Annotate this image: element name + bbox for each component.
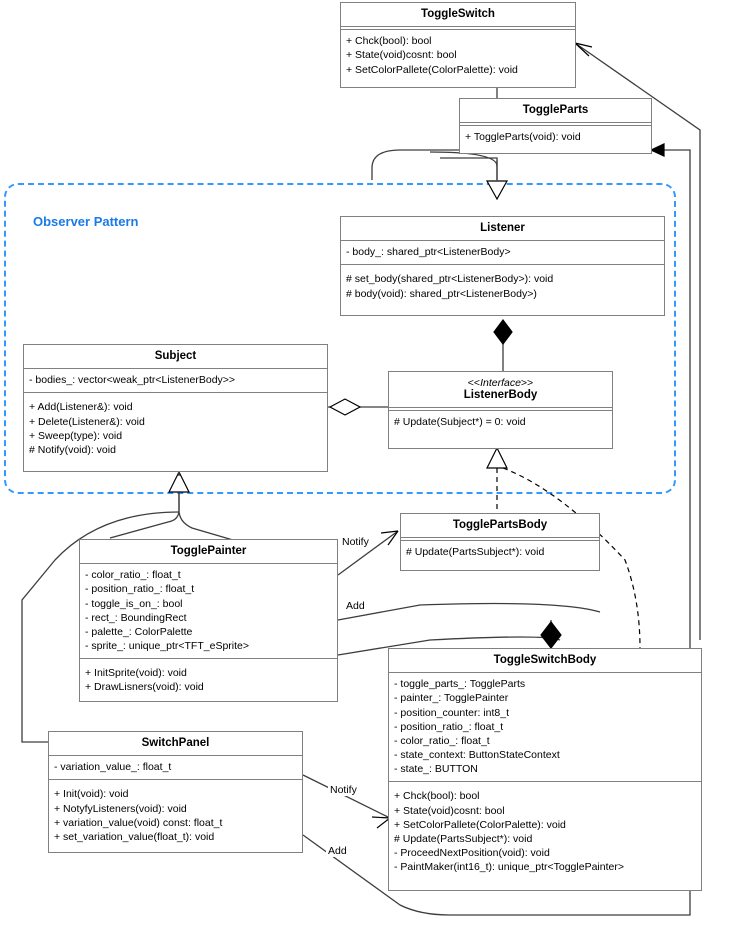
methods-compartment: + Add(Listener&): void + Delete(Listener… <box>24 393 327 462</box>
attribute-item: - color_ratio_: float_t <box>85 569 181 582</box>
methods-compartment: + Init(void): void + NotyfyListeners(voi… <box>49 780 302 849</box>
attributes-compartment: - body_: shared_ptr<ListenerBody> <box>341 241 664 264</box>
divider <box>341 264 664 266</box>
class-title: Subject <box>154 350 197 362</box>
attribute-item: - painter_: TogglePainter <box>394 692 509 705</box>
attribute-item: - bodies_: vector<weak_ptr<ListenerBody>… <box>29 374 236 387</box>
method-item: # Update(PartsSubject*): void <box>406 546 545 559</box>
method-item: + ToggleParts(void): void <box>465 131 581 144</box>
edge-label-add-parts: Add <box>344 600 367 612</box>
methods-compartment: + Chck(bool): bool + State(void)cosnt: b… <box>389 782 701 879</box>
method-item: - ProceedNextPosition(void): void <box>394 847 550 860</box>
divider <box>389 410 612 412</box>
attribute-item: - toggle_is_on_: bool <box>85 597 183 610</box>
attribute-item: - color_ratio_: float_t <box>394 734 490 747</box>
methods-compartment: + InitSprite(void): void + DrawLisners(v… <box>80 659 337 699</box>
stereotype-label: <<Interface>> <box>467 377 534 389</box>
divider <box>80 563 337 565</box>
method-item: # Notify(void): void <box>29 443 116 456</box>
class-toggle-switch-body[interactable]: ToggleSwitchBody - toggle_parts_: Toggle… <box>388 648 702 891</box>
divider <box>460 122 651 124</box>
class-listener[interactable]: Listener - body_: shared_ptr<ListenerBod… <box>340 216 665 316</box>
observer-pattern-label: Observer Pattern <box>33 214 139 229</box>
divider <box>389 781 701 783</box>
class-subject[interactable]: Subject - bodies_: vector<weak_ptr<Liste… <box>23 344 328 472</box>
divider <box>24 368 327 370</box>
method-item: + DrawLisners(void): void <box>85 681 204 694</box>
method-item: + Chck(bool): bool <box>346 35 432 48</box>
attribute-item: - state_: BUTTON <box>394 763 478 776</box>
edge-label-notify-parts: Notify <box>340 536 371 548</box>
attribute-item: - body_: shared_ptr<ListenerBody> <box>346 246 511 259</box>
divider <box>80 658 337 660</box>
class-listener-body[interactable]: <<Interface>> ListenerBody # Update(Subj… <box>388 371 613 449</box>
divider <box>49 755 302 757</box>
divider <box>460 125 651 127</box>
attribute-item: - toggle_parts_: ToggleParts <box>394 678 526 691</box>
methods-compartment: # Update(PartsSubject*): void <box>401 541 599 564</box>
class-title: <<Interface>> ListenerBody <box>389 372 612 407</box>
attribute-item: - state_context: ButtonStateContext <box>394 749 560 762</box>
class-title: SwitchPanel <box>141 737 210 749</box>
class-toggle-parts-body[interactable]: TogglePartsBody # Update(PartsSubject*):… <box>400 513 600 571</box>
method-item: + NotyfyListeners(void): void <box>54 802 187 815</box>
attribute-item: - palette_: ColorPalette <box>85 625 193 638</box>
divider <box>341 29 575 31</box>
method-item: # set_body(shared_ptr<ListenerBody>): vo… <box>346 273 554 286</box>
divider <box>401 537 599 539</box>
methods-compartment: # Update(Subject*) = 0: void <box>389 411 612 434</box>
class-name-label: ListenerBody <box>463 389 538 402</box>
method-item: + InitSprite(void): void <box>85 667 187 680</box>
attributes-compartment: - toggle_parts_: ToggleParts - painter_:… <box>389 673 701 781</box>
attributes-compartment: - variation_value_: float_t <box>49 756 302 779</box>
methods-compartment: # set_body(shared_ptr<ListenerBody>): vo… <box>341 265 664 305</box>
class-title: Listener <box>480 222 525 234</box>
method-item: + Chck(bool): bool <box>394 790 480 803</box>
attribute-item: - variation_value_: float_t <box>54 761 172 774</box>
attribute-item: - position_ratio_: float_t <box>394 720 504 733</box>
divider <box>401 540 599 542</box>
edge-label-notify-panel: Notify <box>328 784 359 796</box>
divider <box>341 240 664 242</box>
method-item: # Update(PartsSubject*): void <box>394 832 533 845</box>
attributes-compartment: - color_ratio_: float_t - position_ratio… <box>80 564 337 658</box>
method-item: + Add(Listener&): void <box>29 401 133 414</box>
class-toggle-switch[interactable]: ToggleSwitch + Chck(bool): bool + State(… <box>340 2 576 88</box>
class-toggle-painter[interactable]: TogglePainter - color_ratio_: float_t - … <box>79 539 338 702</box>
class-switch-panel[interactable]: SwitchPanel - variation_value_: float_t … <box>48 731 303 853</box>
divider <box>389 407 612 409</box>
divider <box>389 672 701 674</box>
class-title: ToggleSwitch <box>421 8 495 20</box>
method-item: + State(void)cosnt: bool <box>346 49 457 62</box>
attribute-item: - position_counter: int8_t <box>394 706 509 719</box>
divider <box>24 392 327 394</box>
method-item: + Init(void): void <box>54 788 129 801</box>
attribute-item: - sprite_: unique_ptr<TFT_eSprite> <box>85 640 250 653</box>
method-item: # Update(Subject*) = 0: void <box>394 416 526 429</box>
attribute-item: - position_ratio_: float_t <box>85 583 195 596</box>
attributes-compartment: - bodies_: vector<weak_ptr<ListenerBody>… <box>24 369 327 392</box>
edge-label-add-panel: Add <box>326 845 349 857</box>
class-title: TogglePartsBody <box>452 519 548 531</box>
method-item: + State(void)cosnt: bool <box>394 804 505 817</box>
divider <box>341 26 575 28</box>
method-item: + set_variation_value(float_t): void <box>54 830 215 843</box>
class-title: ToggleSwitchBody <box>493 654 597 666</box>
attribute-item: - rect_: BoundingRect <box>85 611 187 624</box>
class-title: TogglePainter <box>170 545 247 557</box>
methods-compartment: + ToggleParts(void): void <box>460 126 651 149</box>
method-item: + SetColorPallete(ColorPalette): void <box>346 63 518 76</box>
methods-compartment: + Chck(bool): bool + State(void)cosnt: b… <box>341 30 575 82</box>
method-item: + variation_value(void) const: float_t <box>54 816 223 829</box>
class-toggle-parts[interactable]: ToggleParts + ToggleParts(void): void <box>459 98 652 154</box>
method-item: + Delete(Listener&): void <box>29 415 145 428</box>
class-title: ToggleParts <box>522 104 589 116</box>
method-item: - PaintMaker(int16_t): unique_ptr<Toggle… <box>394 861 624 874</box>
method-item: + Sweep(type): void <box>29 429 123 442</box>
divider <box>49 779 302 781</box>
method-item: # body(void): shared_ptr<ListenerBody>) <box>346 287 537 300</box>
method-item: + SetColorPallete(ColorPalette): void <box>394 818 566 831</box>
